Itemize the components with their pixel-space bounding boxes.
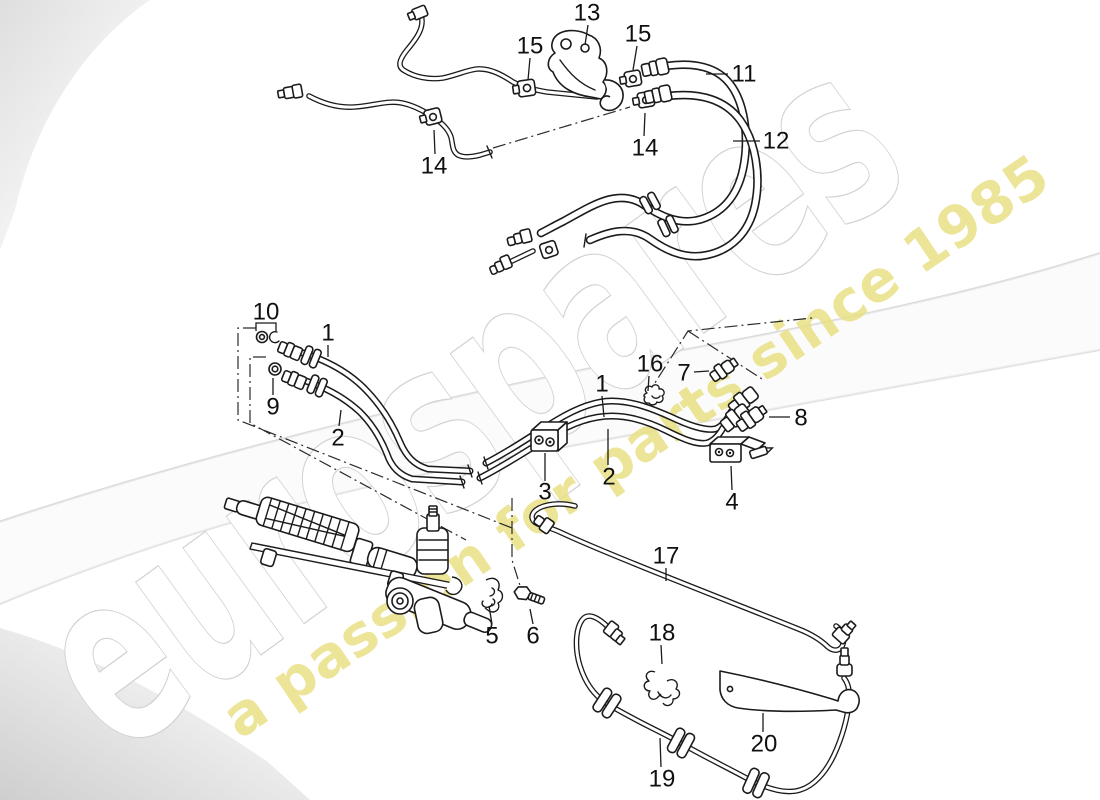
callout-leader-15 <box>527 57 531 81</box>
line-17-end-fitting <box>831 620 857 645</box>
grommet <box>592 687 622 719</box>
callout-leader-4 <box>730 465 733 491</box>
parts-drawing <box>223 4 860 799</box>
callout-leader-16 <box>647 375 650 392</box>
grommet <box>666 727 696 759</box>
lower-line-assembly <box>529 501 860 799</box>
part-callout-16: 16 <box>637 351 664 378</box>
part-callout-14: 14 <box>632 135 659 162</box>
part-callout-5: 5 <box>485 623 498 650</box>
centerline <box>492 106 631 149</box>
callout-leader-5 <box>488 605 493 625</box>
centerline <box>237 327 513 529</box>
part-callout-2: 2 <box>331 425 344 452</box>
rack-rail-hook <box>445 576 463 596</box>
pipe-end-fitting <box>406 4 429 21</box>
clamp-14-left <box>418 107 443 126</box>
seal-ring-10 <box>255 330 280 344</box>
clamp-15-right <box>618 69 643 88</box>
part-callout-8: 8 <box>794 405 807 432</box>
callout-leader-7 <box>693 370 710 373</box>
clamp-15-left <box>511 78 537 98</box>
callout-leader-13 <box>584 24 589 46</box>
part-callout-1: 1 <box>321 320 334 347</box>
steering-rack <box>223 496 546 635</box>
callout-leader-6 <box>529 608 534 625</box>
part-callout-4: 4 <box>725 489 738 516</box>
bracket-20 <box>719 670 860 714</box>
hose-11-end-fitting <box>506 228 533 247</box>
bracket-4 <box>709 436 775 463</box>
callout-leader-1 <box>601 395 605 418</box>
top-pipe-assembly <box>276 4 762 276</box>
part-callout-2: 2 <box>602 464 615 491</box>
connector-block-3 <box>530 421 568 452</box>
part-callout-14: 14 <box>421 153 448 180</box>
pipe-1-fitting <box>276 340 304 362</box>
callout-leader-15 <box>632 45 638 71</box>
corner-shade-topleft <box>0 0 150 250</box>
line-19-end-fitting <box>836 647 853 677</box>
hose-12-end-fitting <box>489 254 513 276</box>
part-callout-17: 17 <box>653 543 680 570</box>
part-callout-9: 9 <box>266 394 279 421</box>
part-callout-10: 10 <box>253 299 280 326</box>
bracket-13 <box>547 29 624 112</box>
part-callout-15: 15 <box>517 33 544 60</box>
part-callout-15: 15 <box>625 21 652 48</box>
pipe-sleeve <box>300 345 322 369</box>
callout-leader-2 <box>338 409 342 427</box>
part-callout-18: 18 <box>649 620 676 647</box>
hose-sleeve <box>638 191 662 215</box>
hose-12-fitting <box>643 84 673 104</box>
part-callout-3: 3 <box>538 479 551 506</box>
part-callout-6: 6 <box>526 623 539 650</box>
grommet <box>742 767 770 799</box>
line-19-fitting <box>602 620 626 646</box>
part-callout-19: 19 <box>649 766 676 793</box>
clamp-5 <box>481 577 504 613</box>
part-callout-7: 7 <box>677 360 690 387</box>
centerline <box>249 356 467 541</box>
pipe-end-fitting <box>276 83 304 100</box>
part-callout-1: 1 <box>595 371 608 398</box>
callout-leader-14 <box>643 112 646 137</box>
callout-leader-19 <box>659 737 662 768</box>
bolt-6 <box>513 586 546 605</box>
rack-pinion <box>416 505 449 575</box>
hose-sleeve <box>657 214 679 238</box>
o-ring-9 <box>268 362 282 376</box>
pipe-2-fitting <box>280 369 308 391</box>
callout-leader-10 <box>255 322 277 331</box>
clip-18 <box>643 670 681 707</box>
part-callout-11: 11 <box>732 61 757 88</box>
hose-11-fitting <box>640 57 670 77</box>
union-7 <box>709 357 739 382</box>
callout-leader-18 <box>660 644 663 665</box>
clamp <box>538 239 559 260</box>
pipe-sleeve <box>306 374 328 398</box>
retaining-clip-16 <box>643 384 665 406</box>
middle-pipe-assembly <box>237 317 813 593</box>
part-callout-20: 20 <box>751 731 778 758</box>
callout-leader-14 <box>433 129 436 155</box>
line-17-fitting <box>533 514 555 535</box>
centerline <box>687 330 763 380</box>
union-8 <box>735 404 768 432</box>
corner-shade-bottomleft <box>0 628 310 800</box>
part-callout-12: 12 <box>763 128 790 155</box>
part-callout-13: 13 <box>574 0 601 27</box>
